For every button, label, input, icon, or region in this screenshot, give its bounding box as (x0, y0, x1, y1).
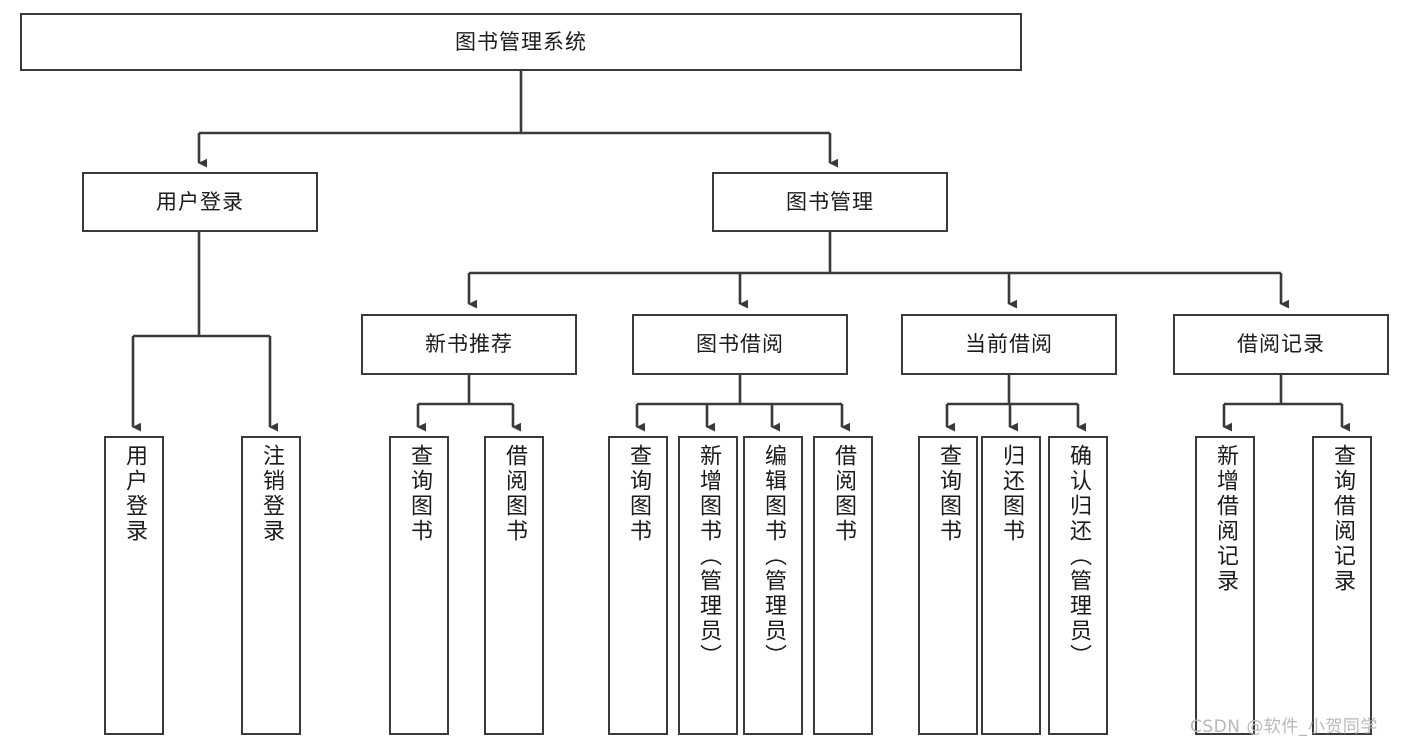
node-book-borrow[interactable]: 图书借阅 (632, 314, 848, 375)
node-label: 注销登录 (259, 444, 284, 544)
leaf-borrow-edit-book-admin[interactable]: 编辑图书（管理员） (743, 436, 803, 735)
node-label: 新增借阅记录 (1213, 444, 1238, 594)
leaf-current-query-book[interactable]: 查询图书 (918, 436, 978, 735)
node-borrow-record[interactable]: 借阅记录 (1173, 314, 1389, 375)
node-label: 查询图书 (626, 444, 651, 544)
leaf-recommend-query-book[interactable]: 查询图书 (389, 436, 449, 735)
node-label: 借阅图书 (831, 444, 856, 544)
node-label: 当前借阅 (965, 332, 1053, 357)
node-book-management[interactable]: 图书管理 (712, 172, 948, 232)
leaf-current-return-book[interactable]: 归还图书 (981, 436, 1041, 735)
node-label: 借阅图书 (502, 444, 527, 544)
node-label: 查询借阅记录 (1330, 444, 1355, 594)
node-current-borrow[interactable]: 当前借阅 (901, 314, 1117, 375)
csdn-watermark: CSDN @软件_小贺同学 (1190, 717, 1378, 737)
leaf-record-query-record[interactable]: 查询借阅记录 (1312, 436, 1372, 735)
node-user-login[interactable]: 用户登录 (82, 172, 318, 232)
node-root-system[interactable]: 图书管理系统 (20, 13, 1022, 71)
node-label: 新书推荐 (425, 332, 513, 357)
node-label: 图书管理系统 (455, 29, 587, 54)
node-label: 图书借阅 (696, 332, 784, 357)
leaf-user-login-login[interactable]: 用户登录 (104, 436, 164, 735)
node-label: 用户登录 (122, 444, 147, 544)
leaf-record-add-record[interactable]: 新增借阅记录 (1195, 436, 1255, 735)
node-new-book-recommend[interactable]: 新书推荐 (361, 314, 577, 375)
node-label: 确认归还（管理员） (1066, 444, 1091, 669)
leaf-recommend-borrow-book[interactable]: 借阅图书 (484, 436, 544, 735)
node-label: 用户登录 (156, 189, 244, 214)
node-label: 图书管理 (786, 189, 874, 214)
node-label: 查询图书 (936, 444, 961, 544)
node-label: 编辑图书（管理员） (761, 444, 786, 669)
node-label: 归还图书 (999, 444, 1024, 544)
leaf-borrow-query-book[interactable]: 查询图书 (608, 436, 668, 735)
node-label: 新增图书（管理员） (696, 444, 721, 669)
leaf-current-confirm-return-admin[interactable]: 确认归还（管理员） (1048, 436, 1108, 735)
leaf-user-login-logout[interactable]: 注销登录 (241, 436, 301, 735)
node-label: 查询图书 (407, 444, 432, 544)
leaf-borrow-add-book-admin[interactable]: 新增图书（管理员） (678, 436, 738, 735)
leaf-borrow-borrow-book[interactable]: 借阅图书 (813, 436, 873, 735)
node-label: 借阅记录 (1237, 332, 1325, 357)
